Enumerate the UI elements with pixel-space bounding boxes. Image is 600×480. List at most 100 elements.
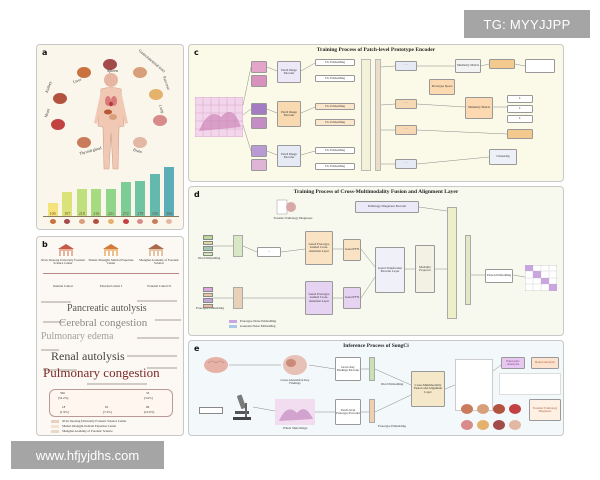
organ-pancreas-icon: [149, 89, 163, 100]
organ-mini-icon: [64, 219, 71, 224]
center-name-3: Shanghai Academy of Forensic Science: [139, 258, 179, 266]
prototype-embedding-strip: [369, 399, 375, 423]
organ-label: Kidney: [43, 80, 53, 94]
center-name-1: Xi'an Jiaotong University Forensic Scien…: [40, 258, 86, 266]
panel-e-label: e: [194, 344, 200, 353]
embedding-box: Ch. Embedding: [315, 147, 355, 154]
organ-label: Liver: [72, 76, 83, 85]
prototype-space: Prototype Space: [429, 79, 455, 95]
clustering-box: Clustering: [489, 149, 517, 165]
fusion-alignment-layer: Cross-Multimodality Fusion and Alignment…: [411, 371, 445, 407]
token-strip-column: [233, 287, 243, 309]
organ-thyroid-gland-icon: [77, 137, 91, 148]
feature-column: [361, 59, 371, 171]
diagnosis-text-column: [455, 359, 493, 411]
forensic-pathology-diagnosis: Forensic Pathology Diagnosis: [529, 399, 561, 421]
stat-value: 65: [105, 405, 109, 409]
loss-box: L: [507, 95, 533, 103]
diagnosis-description: [499, 373, 561, 395]
token-cell: [203, 292, 213, 297]
loss-box: L: [507, 105, 533, 113]
organ-thumbnails: [461, 404, 521, 430]
pathology-diagnoses-encoder: Pathology Diagnoses Encoder: [355, 201, 419, 213]
organ-mini-icon: [166, 219, 173, 224]
human-body-figure: [94, 73, 128, 170]
token-cell: [203, 298, 213, 303]
panel-d: d Training Process of Cross-Multimodalit…: [188, 186, 564, 336]
building-icon: [103, 244, 119, 256]
stat-value: 18: [62, 405, 66, 409]
center-name-2: Shanxi Zhongjin Judicial Expertise Cente…: [88, 258, 134, 266]
token-cell: [203, 246, 213, 251]
bar: [120, 182, 131, 217]
whole-slide-image-label: Whole Slide Image: [282, 426, 308, 430]
organ-mini-icon: [93, 219, 100, 224]
bar-value-label: 221: [108, 210, 114, 216]
bar-value-label: 197: [64, 210, 71, 216]
organ-label: Spleen: [107, 68, 118, 73]
embedding-box: Ch. Embedding: [315, 75, 355, 82]
bar: [135, 181, 146, 217]
brain-icon: [204, 357, 228, 373]
bar: [62, 192, 73, 217]
panel-e: e Inference Process of SongCi Gross Anat…: [188, 340, 564, 436]
organ-kidney-icon: [53, 93, 67, 104]
word-pulmonary-edema: Pulmonary edema: [41, 331, 114, 342]
legend-label: Prototype Noise Embedding: [240, 318, 277, 323]
stat-value: 33: [146, 391, 150, 395]
token-cell: [203, 287, 213, 292]
gated-ffn-2: Gated FFN: [343, 287, 361, 309]
stat-value: (7.2%): [103, 410, 112, 414]
fusion-embedding: Fusion Embedding: [485, 269, 513, 283]
slide-icon: [199, 407, 223, 414]
noise-legend: Prototype Noise Embedding Gaussian Noise…: [229, 319, 276, 329]
cohort-label-2: External Cohort I: [99, 284, 123, 288]
flow-arrows: [229, 364, 502, 413]
organ-brain-icon: [133, 137, 147, 148]
legend-swatch: [51, 420, 59, 423]
wsi-thumbnail: [275, 399, 315, 425]
organ-lung-icon: [153, 115, 167, 126]
organ-label: Lung: [157, 104, 166, 114]
organ-mini-icon: [108, 219, 114, 224]
cohort-label-1: Internal Cohort: [53, 284, 73, 288]
flow-arrows: [242, 62, 526, 165]
similarity-matrix: Similarity Matrix: [455, 59, 481, 73]
stat-value: (52.2%): [58, 396, 69, 400]
document-icon: [276, 199, 296, 215]
building-icon: [148, 244, 164, 256]
bar-value-label: 218: [93, 210, 100, 216]
gated-transformer-encoder-layer: Gated Transformer Encoder Layer: [375, 247, 405, 293]
bar: [164, 167, 175, 217]
patch-image-encoder: Patch Image Encoder: [277, 101, 301, 127]
projector-node: ···: [395, 159, 417, 169]
patch-thumb: [251, 145, 267, 157]
patch-thumb: [251, 159, 267, 171]
word-pulmonary-congestion: Pulmonary congestion: [43, 365, 160, 380]
word-embedding-strip: [369, 357, 375, 381]
word-renal-autolysis: Renal autolysis: [51, 349, 125, 363]
panel-b-label: b: [42, 240, 48, 249]
tag-renal-autolysis: Renal autolysis: [531, 357, 559, 369]
patch-thumb: [251, 117, 267, 129]
center-legend: Xi'an Jiaotong University Forensic Scien…: [51, 419, 179, 434]
organ-mini-icon: [137, 219, 144, 224]
word-cerebral-congestion: Cerebral congestion: [59, 317, 148, 329]
bar-value-label: 384: [166, 210, 173, 216]
loss-box: L: [507, 115, 533, 123]
panel-c-label: c: [194, 48, 199, 57]
projector-node: ···: [395, 61, 417, 71]
stat-value: (3.6%): [144, 396, 153, 400]
feature-column: [375, 59, 381, 171]
bar: [47, 203, 58, 217]
panel-a-label: a: [42, 48, 48, 57]
output-card: [489, 59, 515, 69]
legend-swatch: [229, 320, 237, 323]
cohort-label-3: External Cohort II: [147, 284, 171, 288]
organ-gastrointestinal-tract-icon: [133, 67, 147, 78]
stats-box: 596 (52.2%) 18 (1.9%) 65 (7.2%) 33 (3.6%…: [49, 389, 173, 417]
bar: [76, 189, 87, 217]
token-strip-column: [233, 235, 243, 257]
prototype-embedding-label: Prototype Embedding: [196, 306, 224, 310]
